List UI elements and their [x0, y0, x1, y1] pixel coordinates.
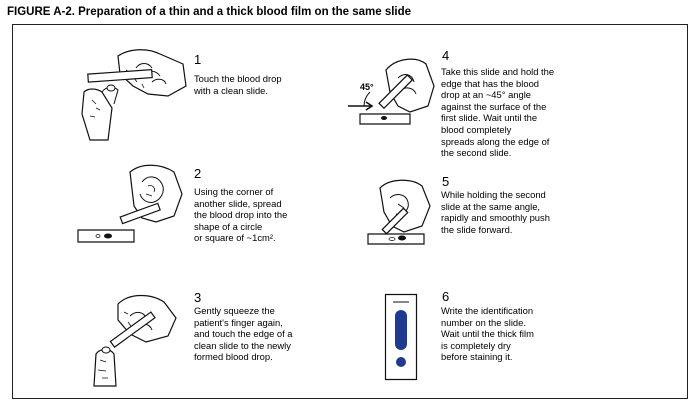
step-3-text: Gently squeeze the patient's finger agai…: [194, 305, 293, 363]
thin-film: [395, 310, 407, 350]
step-4-text: Take this slide and hold the edge that h…: [441, 66, 555, 159]
step-5-illustration: [362, 176, 438, 256]
step-1-text: Touch the blood drop with a clean slide.: [194, 73, 282, 96]
figure-frame: [12, 24, 688, 399]
step-2-illustration: [78, 160, 190, 246]
figure-title: FIGURE A-2. Preparation of a thin and a …: [7, 6, 412, 18]
step-5-number: 5: [442, 174, 450, 189]
step-4-illustration: [346, 52, 438, 132]
step-2-text: Using the corner of another slide, sprea…: [194, 186, 288, 244]
step-1-illustration: [78, 44, 190, 144]
step-6-slide-illustration: [385, 294, 417, 380]
step-1-number: 1: [194, 52, 202, 67]
step-3-number: 3: [194, 290, 202, 305]
step-3-illustration: [90, 290, 190, 390]
step-4-angle-label: 45°: [360, 82, 374, 92]
step-2-number: 2: [194, 166, 202, 181]
thick-film: [396, 357, 406, 367]
step-6-text: Write the identification number on the s…: [441, 305, 534, 363]
step-6-number: 6: [442, 289, 450, 304]
step-5-text: While holding the second slide at the sa…: [441, 189, 550, 235]
step-4-number: 4: [442, 48, 450, 63]
